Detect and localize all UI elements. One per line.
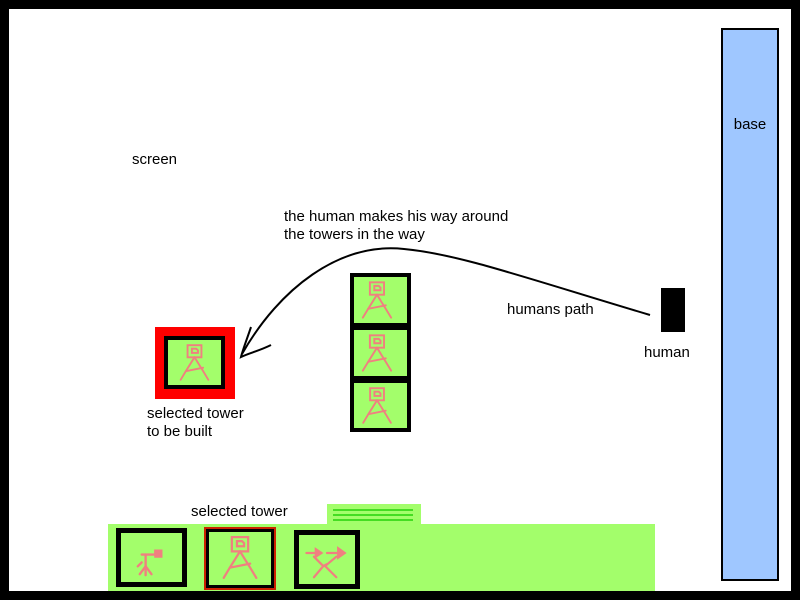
tray-handle-line bbox=[333, 514, 413, 516]
tower-to-build-label-line2: to be built bbox=[147, 423, 213, 440]
screen-label: screen bbox=[132, 151, 178, 168]
base: base bbox=[721, 28, 779, 581]
tower-tray bbox=[108, 524, 655, 591]
base-label: base bbox=[733, 116, 767, 133]
placed-tower-3[interactable] bbox=[350, 379, 411, 432]
path-note-line1: the human makes his way around bbox=[284, 208, 509, 225]
arrow-head bbox=[239, 326, 272, 359]
humans-path-label: humans path bbox=[507, 301, 594, 318]
stick-tower-icon bbox=[362, 387, 392, 424]
tray-tower-1[interactable] bbox=[116, 528, 187, 587]
tower-to-build[interactable] bbox=[164, 336, 225, 389]
placed-tower-2[interactable] bbox=[350, 326, 411, 380]
cannon-tower-icon bbox=[136, 549, 163, 577]
tray-handle-line bbox=[333, 509, 413, 511]
human-path-arrow bbox=[239, 247, 651, 359]
human-unit[interactable] bbox=[661, 288, 685, 332]
path-note-line2: the towers in the way bbox=[284, 226, 425, 243]
stick-tower-icon bbox=[179, 344, 210, 381]
tray-tower-2-selected[interactable] bbox=[204, 527, 276, 590]
selected-tower-label: selected tower bbox=[191, 503, 288, 520]
tray-tower-3[interactable] bbox=[294, 530, 360, 589]
path-note: the human makes his way around the tower… bbox=[284, 208, 508, 244]
stick-tower-icon bbox=[361, 281, 393, 319]
tray-handle[interactable] bbox=[327, 504, 421, 525]
placed-tower-1[interactable] bbox=[350, 273, 411, 327]
stick-tower-icon bbox=[222, 535, 258, 579]
tower-to-build-label: selected tower to be built bbox=[147, 405, 244, 441]
game-screen: screen the human makes his way around th… bbox=[9, 9, 791, 591]
human-label: human bbox=[644, 344, 690, 361]
human-path-curve bbox=[241, 247, 651, 355]
tower-to-build-label-line1: selected tower bbox=[147, 405, 244, 422]
tray-handle-line bbox=[333, 519, 413, 521]
tray-tower-2-inner bbox=[209, 532, 271, 585]
stick-tower-icon bbox=[361, 334, 393, 372]
arrow-tower-icon bbox=[305, 546, 347, 579]
